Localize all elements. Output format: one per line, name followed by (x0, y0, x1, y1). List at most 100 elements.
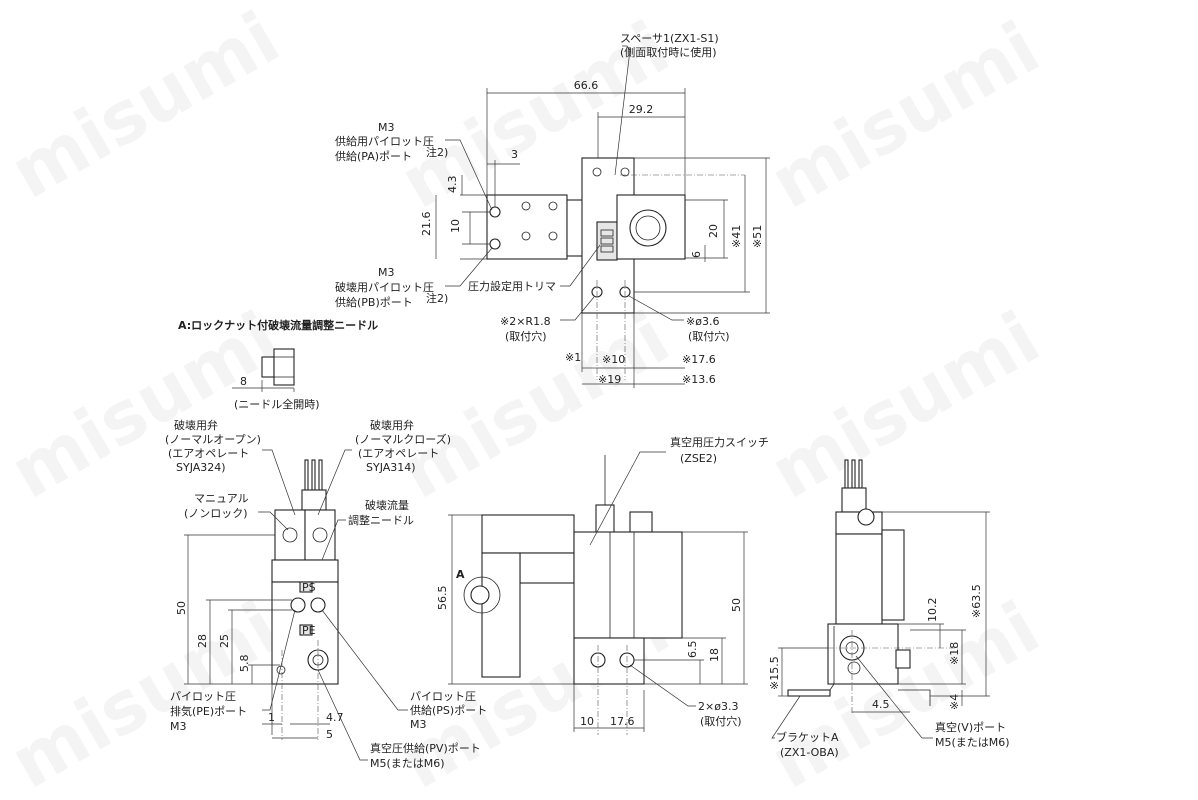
dim-41: ※41 (730, 225, 743, 248)
valve-nc-type: (ノーマルクローズ) (355, 432, 451, 446)
dim-4-3: 4.3 (446, 176, 459, 194)
manual-type: (ノンロック) (184, 507, 248, 520)
right-dim-63-5: ※63.5 (970, 584, 983, 618)
dim-29-2: 29.2 (629, 103, 654, 116)
dim-10: 10 (449, 219, 462, 233)
detail-a-caption: (ニードル全開時) (234, 397, 320, 411)
dim-13-6: ※13.6 (682, 373, 716, 386)
pe-port-size: M3 (170, 720, 187, 733)
right-dim-4-5: 4.5 (872, 698, 890, 711)
bracket-label: ブラケットA (776, 730, 839, 744)
valve-nc-op: (エアオペレート (358, 447, 439, 460)
side-dim-17-6: 17.6 (610, 715, 635, 728)
pv-port-label: 真空圧供給(PV)ポート (370, 741, 481, 755)
needle-label: 破壊流量 (365, 498, 409, 512)
spacer-label-note: (側面取付時に使用) (620, 46, 717, 59)
v-port-size: M5(またはM6) (935, 736, 1010, 749)
right-body (835, 533, 883, 625)
trimmer-housing (596, 221, 618, 261)
watermark-text: misumi (757, 295, 1053, 515)
switch-model: (ZSE2) (680, 452, 717, 465)
right-dim-10-2: 10.2 (926, 598, 939, 623)
front-view: PS PE 50 28 25 5.8 1 4.7 5 破壊用弁 (ノーマルオープ… (165, 418, 487, 770)
ps-port-label: パイロット圧 (410, 690, 476, 703)
bracket-plate (787, 689, 831, 697)
r18-label: ※2×R1.8 (500, 315, 551, 328)
pb-port-note: 注2) (426, 291, 448, 305)
valve-nc-label: 破壊用弁 (370, 418, 414, 432)
r18-note: (取付穴) (505, 329, 547, 343)
dim-10-top: ※10 (602, 353, 625, 366)
side-valve-block (481, 514, 575, 554)
pa-port-size: M3 (378, 121, 395, 134)
switch-label: 真空用圧力スイッチ (670, 435, 769, 449)
pv-port-size: M5(またはM6) (370, 757, 445, 770)
front-dim-50: 50 (175, 601, 188, 615)
pb-port-size: M3 (378, 266, 395, 279)
locknut (261, 356, 275, 378)
watermark-text: misumi (757, 5, 1053, 225)
spacer-label: スペーサ1(ZX1-S1) (620, 32, 719, 45)
dim-19: ※19 (598, 373, 621, 386)
pb-port-icon (489, 238, 501, 250)
valve-nc (304, 509, 336, 561)
ps-port-icon (310, 597, 326, 613)
pe-mark: PE (302, 624, 316, 637)
dim-6: 6 (690, 251, 703, 258)
side-hole-note: (取付穴) (700, 714, 742, 728)
bracket-model: (ZX1-OBA) (780, 746, 839, 759)
detail-a: A:ロックナット付破壊流量調整ニードル 8 (ニードル全開時) (178, 318, 378, 411)
front-dim-4-7: 4.7 (326, 711, 344, 724)
dim-51: ※51 (751, 225, 764, 248)
valve-no-label: 破壊用弁 (174, 418, 218, 432)
valve-no-type: (ノーマルオープン) (165, 433, 261, 446)
side-view: A 56.5 50 6.5 18 10 17.6 真空用圧力スイッチ (ZSE2… (436, 435, 769, 735)
side-dim-56-5: 56.5 (436, 586, 449, 611)
valve-no-op: (エアオペレート (168, 447, 249, 460)
valve-block (486, 194, 568, 260)
trim-knob (629, 511, 653, 533)
side-body (573, 531, 683, 639)
needle-type: 調整ニードル (348, 513, 414, 527)
side-dim-18: 18 (708, 648, 721, 662)
right-dim-18: ※18 (948, 642, 961, 665)
detail-a-title: A:ロックナット付破壊流量調整ニードル (178, 318, 378, 332)
pe-port-label: パイロット圧 (170, 690, 236, 703)
pa-port-label: 供給(PA)ポート (335, 149, 412, 163)
side-hole-label: 2×ø3.3 (698, 700, 738, 713)
front-dim-28: 28 (196, 634, 209, 648)
valve-nc-model: SYJA314) (366, 461, 416, 474)
right-dim-4: ※4 (948, 694, 961, 710)
pe-port-icon (290, 597, 306, 613)
dim-66-6: 66.6 (574, 79, 599, 92)
gauge-knob (629, 209, 667, 247)
front-dim-1: 1 (268, 711, 275, 724)
side-dim-6-5: 6.5 (686, 641, 699, 659)
front-dim-5: 5 (326, 728, 333, 741)
front-dim-5-8: 5.8 (238, 655, 251, 673)
manual-label: マニュアル (194, 492, 249, 505)
phi36-note: (取付穴) (688, 329, 730, 343)
ps-port-desc: 供給(PS)ポート (410, 703, 487, 717)
watermark-text: misumi (387, 295, 683, 515)
pb-port-label: 供給(PB)ポート (335, 295, 413, 309)
ps-mark: PS (302, 581, 316, 594)
dim-17-6-top: ※17.6 (682, 353, 716, 366)
dim-3: 3 (511, 148, 518, 161)
pa-port-note: 注2) (426, 145, 448, 159)
pe-port-desc: 排気(PE)ポート (170, 704, 247, 718)
pa-port-desc: 供給用パイロット圧 (335, 134, 434, 148)
dim-21-6: 21.6 (420, 212, 433, 237)
right-view: ※63.5 10.2 ※18 ※15.5 ※4 4.5 ブラケットA (ZX1-… (768, 459, 1010, 759)
dim-8: 8 (240, 375, 247, 388)
right-dim-15-5: ※15.5 (768, 656, 781, 690)
side-dim-10: 10 (580, 715, 594, 728)
valve-no (274, 509, 306, 561)
needle-knob (273, 348, 295, 386)
pb-port-desc: 破壊用パイロット圧 (335, 280, 434, 294)
ps-port-size: M3 (410, 718, 427, 731)
side-dim-50: 50 (730, 598, 743, 612)
watermark-text: misumi (0, 585, 293, 800)
v-port-label: 真空(V)ポート (935, 720, 1006, 734)
